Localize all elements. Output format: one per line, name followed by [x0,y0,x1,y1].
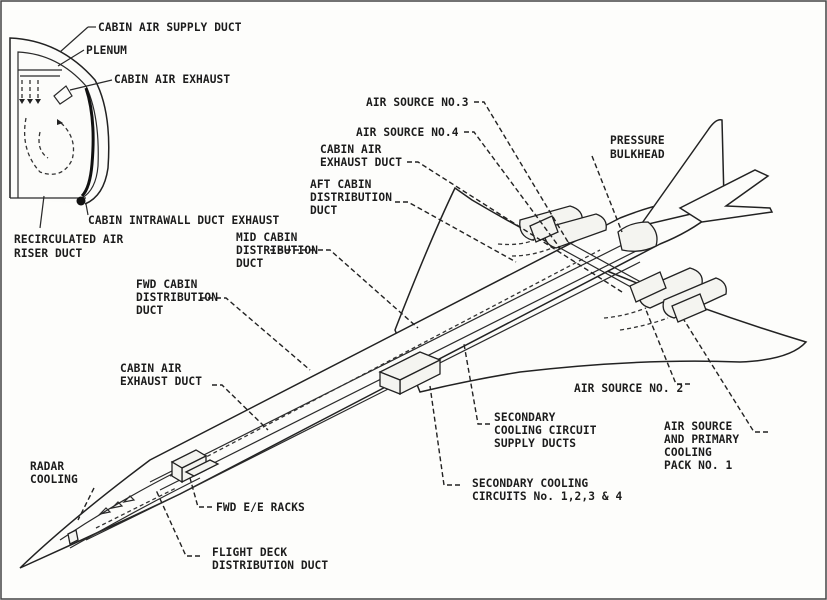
label-cabin-air-top: CABIN AIR [320,143,382,156]
aircraft-planform [19,118,808,569]
label-air-source-3: AIR SOURCE NO.3 [366,96,469,109]
label-radar-cooling: COOLING [30,473,78,486]
label-circuits: CIRCUITS No. 1,2,3 & 4 [472,490,623,503]
label-fwd-cabin-distribution: DISTRIBUTION [136,291,218,304]
leader-lines [77,101,768,557]
label-recirculated-air: RECIRCULATED AIR [14,233,124,246]
label-aft-cabin: AFT CABIN [310,178,372,191]
label-distribution-duct: DISTRIBUTION DUCT [212,559,328,572]
leader-plenum [57,49,85,67]
label-pressure: PRESSURE [610,134,665,147]
label-mid-cabin-distribution: DISTRIBUTION [236,244,318,257]
label-mid-cabin-duct: DUCT [236,257,264,270]
label-bulkhead: BULKHEAD [610,148,665,161]
equipment-boxes [67,215,707,545]
cabin-cross-section-inset [9,37,110,206]
label-exhaust-duct-lower: EXHAUST DUCT [120,375,202,388]
label-pack-no-1: PACK NO. 1 [664,459,733,472]
label-secondary-cooling: SECONDARY COOLING [472,477,588,490]
label-fwd-ee-racks: FWD E/E RACKS [216,501,305,514]
label-fwd-cabin-duct: DUCT [136,304,164,317]
leader-intrawall [85,203,89,216]
label-supply-ducts: SUPPLY DUCTS [494,437,576,450]
label-plenum: PLENUM [86,44,127,57]
label-aft-cabin-distribution: DISTRIBUTION [310,191,392,204]
label-secondary: SECONDARY [494,411,556,424]
label-fwd-cabin: FWD CABIN [136,278,198,291]
label-radar: RADAR [30,460,64,473]
label-air-source-2: AIR SOURCE NO. 2 [574,382,683,395]
label-air-source-4: AIR SOURCE NO.4 [356,126,459,139]
label-cooling: COOLING [664,446,712,459]
label-mid-cabin: MID CABIN [236,231,298,244]
label-flight-deck: FLIGHT DECK [212,546,287,559]
label-air-source-primary: AIR SOURCE [664,420,732,433]
label-cooling-circuit: COOLING CIRCUIT [494,424,597,437]
leader-recirculated [39,195,45,229]
label-cabin-air-supply-duct: CABIN AIR SUPPLY DUCT [98,21,242,34]
callout-labels: CABIN AIR SUPPLY DUCT PLENUM CABIN AIR E… [14,21,739,572]
label-cabin-intrawall-duct-exhaust: CABIN INTRAWALL DUCT EXHAUST [88,214,280,227]
leader-cabin-air-exhaust [69,79,113,91]
label-aft-cabin-duct: DUCT [310,204,338,217]
label-and-primary: AND PRIMARY [664,433,739,446]
label-riser-duct: RISER DUCT [14,247,83,260]
label-exhaust-duct-top: EXHAUST DUCT [320,156,402,169]
label-cabin-air-exhaust: CABIN AIR EXHAUST [114,73,230,86]
leader-cabin-air-supply [59,26,89,53]
label-cabin-air-lower: CABIN AIR [120,362,182,375]
